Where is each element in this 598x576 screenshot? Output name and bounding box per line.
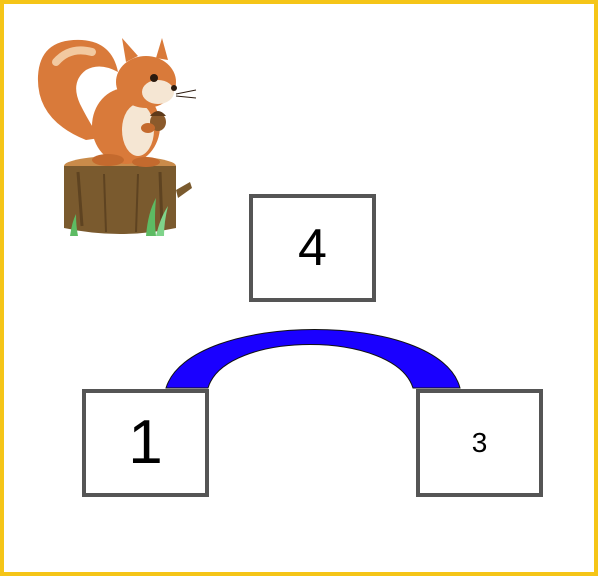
squirrel-on-stump-icon <box>38 38 196 236</box>
top-number-box: 4 <box>249 194 376 302</box>
right-number-box: 3 <box>416 389 543 497</box>
connecting-arch <box>166 330 460 389</box>
left-number-box: 1 <box>82 389 209 497</box>
left-number-value: 1 <box>128 412 162 474</box>
top-number-value: 4 <box>298 222 327 274</box>
right-number-value: 3 <box>472 429 488 457</box>
